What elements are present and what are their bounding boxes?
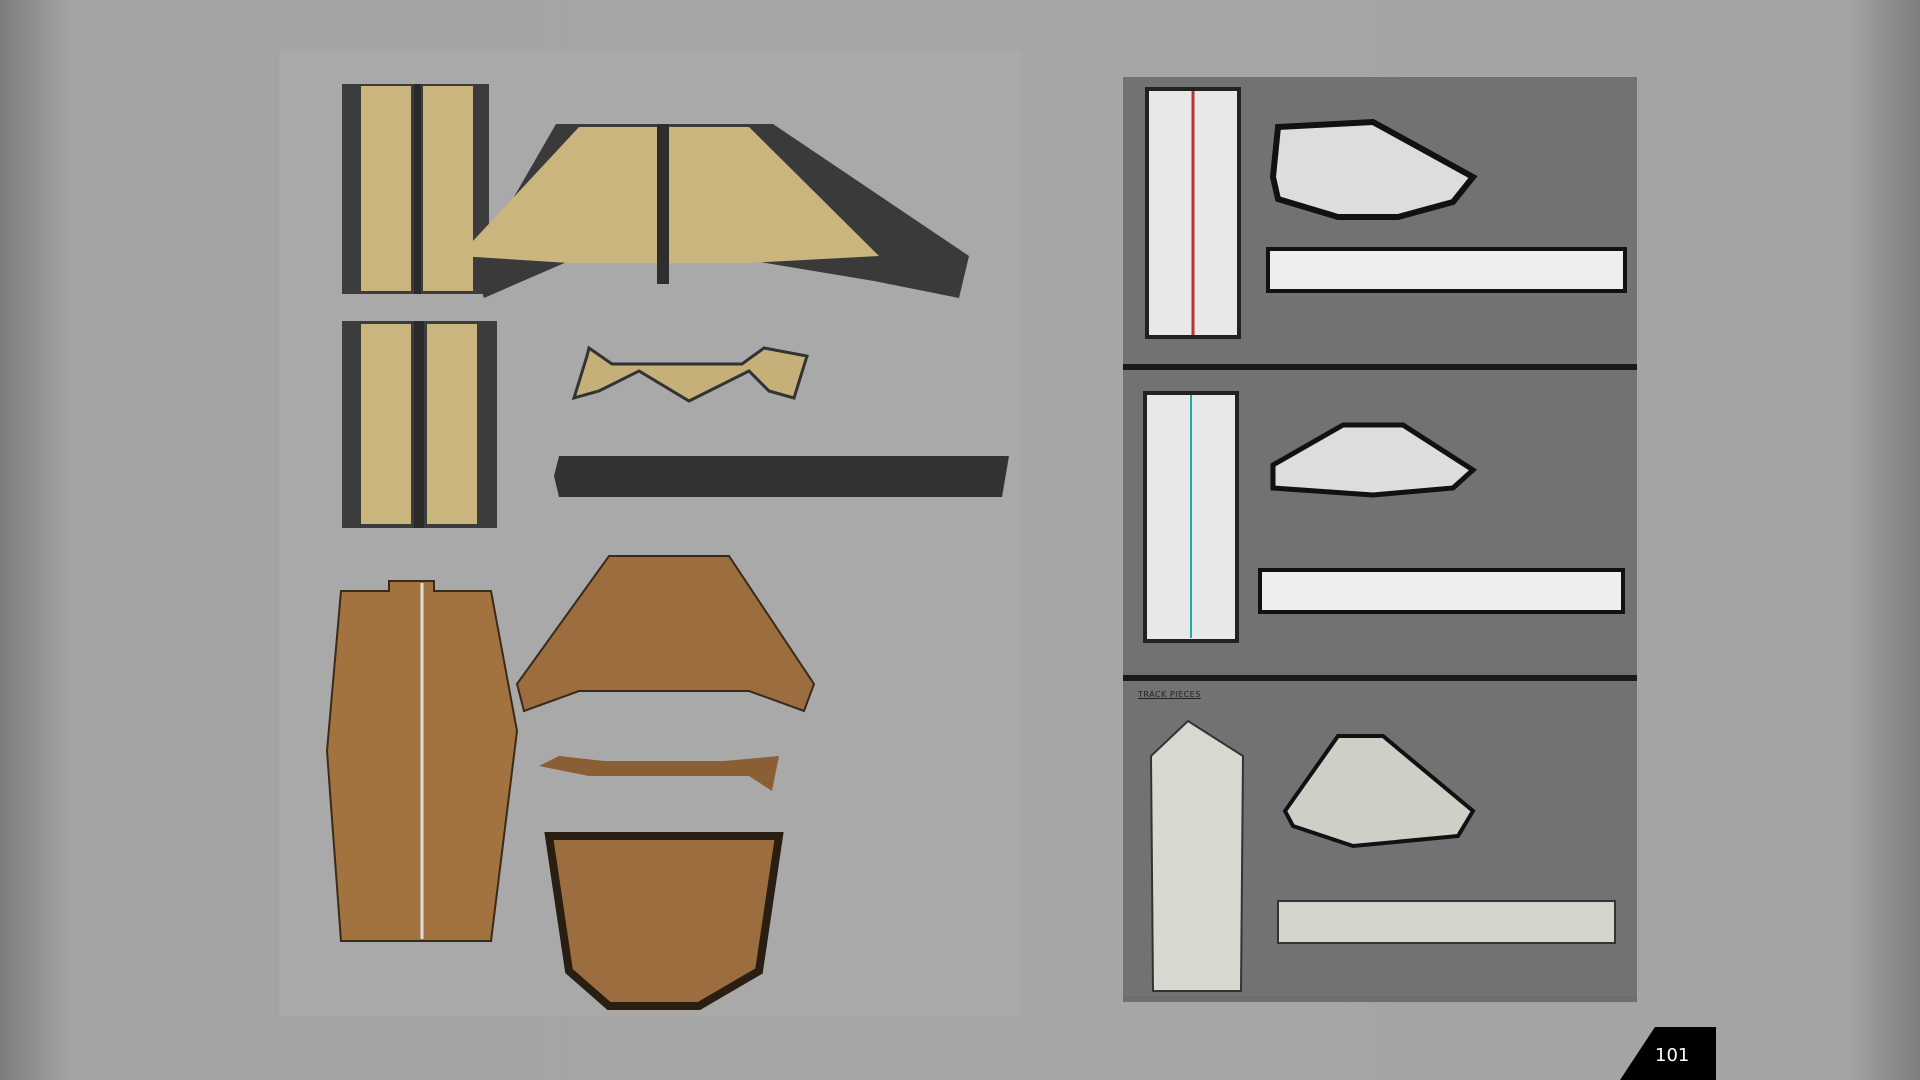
dark-rail-side-view xyxy=(554,456,1009,497)
stone-and-bronze-track-concepts xyxy=(279,51,1022,1016)
bronze-track-top-view xyxy=(325,580,519,942)
stone-track-top-view-2 xyxy=(342,321,497,528)
track-pieces-caption: TRACK PIECES xyxy=(1138,690,1201,699)
stone-track-top-view-1 xyxy=(342,84,489,294)
bronze-track-cross-section xyxy=(539,756,779,791)
stone-track-perspective xyxy=(459,124,969,298)
white-track-teal-variant xyxy=(1123,370,1637,681)
stone-track-cross-section xyxy=(571,345,809,403)
white-track-red-variant xyxy=(1123,77,1637,370)
bronze-track-underside xyxy=(544,832,784,1010)
bronze-track-perspective xyxy=(515,555,816,713)
page-number-tab xyxy=(1620,1027,1716,1080)
white-organic-track-variant: TRACK PIECES xyxy=(1123,681,1637,996)
track-pieces-panel: TRACK PIECES xyxy=(1123,77,1637,1002)
page-number: 101 xyxy=(1655,1045,1690,1066)
